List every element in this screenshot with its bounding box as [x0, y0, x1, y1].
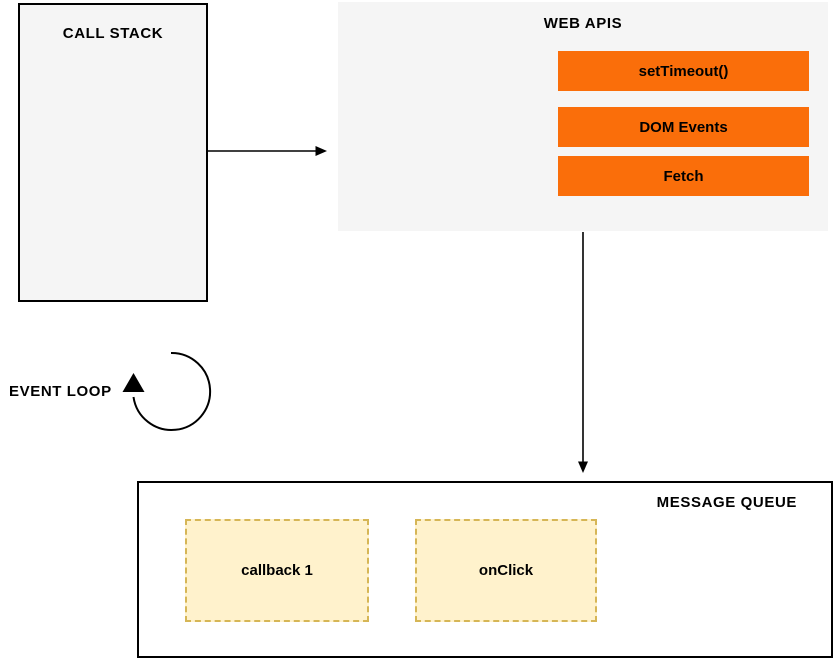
arrow-call-stack-to-web-apis-icon: [208, 146, 327, 156]
api-item-fetch: Fetch: [558, 156, 809, 196]
event-loop-circular-arrow-icon: [122, 351, 212, 431]
queue-item-onclick: onClick: [415, 519, 597, 622]
web-apis-title: WEB APIS: [543, 15, 623, 32]
queue-item-onclick-label: onClick: [478, 562, 534, 579]
api-item-settimeout: setTimeout(): [558, 51, 809, 91]
event-loop-label: EVENT LOOP: [9, 383, 112, 400]
message-queue-panel: MESSAGE QUEUE callback 1 onClick: [137, 481, 833, 658]
api-item-dom-events: DOM Events: [558, 107, 809, 147]
queue-item-callback-1-label: callback 1: [241, 562, 313, 579]
queue-item-callback-1: callback 1: [185, 519, 369, 622]
call-stack-panel: CALL STACK: [18, 3, 208, 302]
api-item-dom-events-label: DOM Events: [639, 118, 728, 136]
call-stack-title: CALL STACK: [62, 25, 164, 42]
api-item-fetch-label: Fetch: [663, 167, 704, 185]
arrow-web-apis-to-message-queue-icon: [578, 232, 588, 473]
api-item-settimeout-label: setTimeout(): [638, 62, 729, 80]
message-queue-title: MESSAGE QUEUE: [656, 494, 797, 511]
web-apis-panel: WEB APIS setTimeout() DOM Events Fetch: [338, 2, 828, 231]
